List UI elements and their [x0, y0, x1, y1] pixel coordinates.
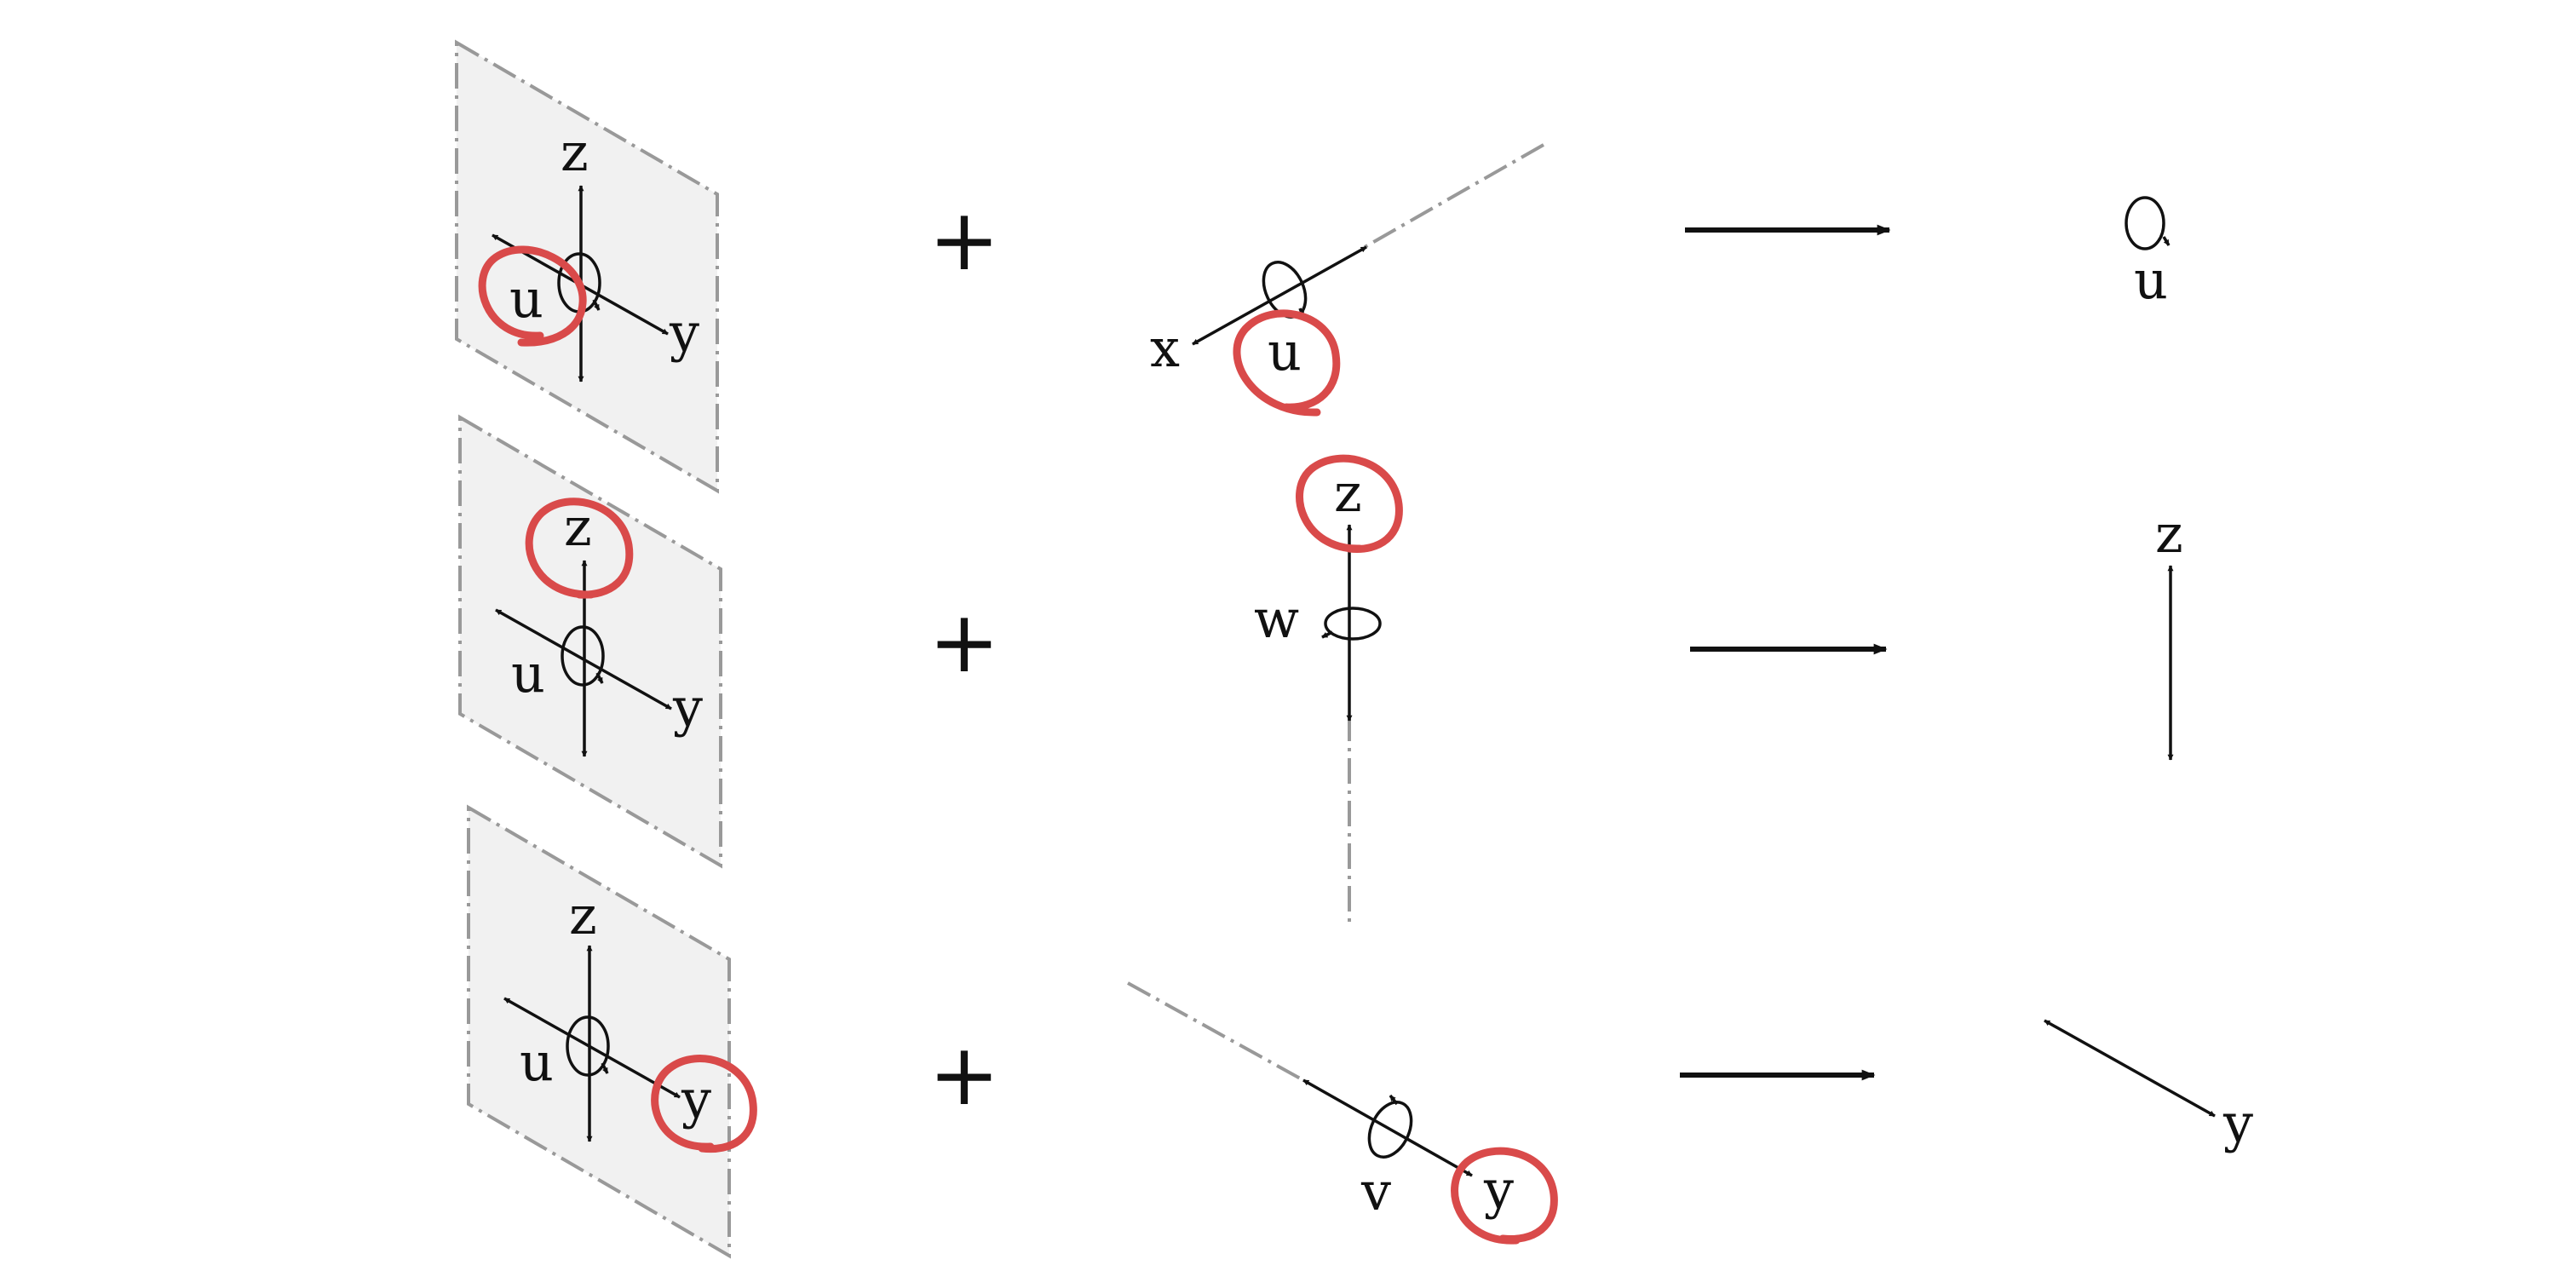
label-u: u: [1268, 320, 1302, 382]
x-axis-arrow: [1192, 245, 1367, 346]
label-z: z: [1334, 462, 1362, 524]
plus-sign: +: [929, 1025, 1000, 1124]
label-u: u: [511, 642, 545, 705]
rotation-ellipse: [1367, 1101, 1413, 1159]
constraint-plane-2: z u y: [458, 414, 722, 869]
highlight-circle-z: [1296, 454, 1403, 553]
label-z: z: [561, 121, 589, 183]
rotation-ellipse: [1324, 607, 1382, 641]
rotation-arrow-icon: [2162, 236, 2171, 246]
rotation-ellipse: [2125, 196, 2165, 250]
row-1: z u y + x u u: [455, 39, 2171, 494]
axis-extension: [1364, 143, 1544, 249]
y-axis-arrow: [1302, 1078, 1473, 1177]
rotation-arrow-icon: [1321, 630, 1333, 639]
highlight-circle-y: [1451, 1147, 1558, 1245]
row-3: z u y + v y y: [467, 804, 2253, 1259]
result-label: z: [2155, 503, 2183, 565]
rotation-arrow-icon: [1389, 1094, 1399, 1106]
u-y-axis-arrow: [495, 608, 672, 710]
label-y: y: [681, 1068, 711, 1130]
constraint-plane-3: z u y: [467, 804, 757, 1259]
label-u: u: [509, 267, 543, 330]
rotation-ellipse: [566, 1015, 610, 1077]
rotation-arrow-icon: [595, 672, 604, 684]
label-y: y: [1483, 1159, 1514, 1221]
plane-shape: [455, 39, 719, 494]
result-label: u: [2134, 249, 2168, 311]
result-3: y: [2044, 1019, 2253, 1154]
result-1: u: [2125, 196, 2171, 311]
label-y: y: [669, 302, 699, 364]
label-v: v: [1360, 1160, 1391, 1222]
plus-sign: +: [929, 190, 1000, 290]
label-u: u: [520, 1031, 554, 1093]
translation-arrow: [2044, 1019, 2216, 1118]
rotation-arrow-icon: [601, 1062, 609, 1074]
u-y-axis-arrow: [503, 997, 681, 1099]
constraint-plane-1: z u y: [455, 39, 719, 494]
rotation-arrow-icon: [592, 299, 601, 311]
component-axis-3: v y: [1127, 981, 1558, 1245]
row-2: z u y + w z z: [458, 414, 2183, 922]
component-axis-1: x u: [1150, 143, 1544, 417]
highlight-circle-z: [525, 497, 634, 599]
label-y: y: [672, 676, 703, 739]
rotation-ellipse: [561, 625, 605, 687]
plane-shape: [458, 414, 722, 869]
highlight-circle-y: [651, 1055, 757, 1153]
plane-shape: [467, 804, 731, 1259]
axis-extension: [1127, 981, 1304, 1082]
highlight-circle-u: [1233, 309, 1341, 417]
label-x: x: [1150, 317, 1180, 379]
highlight-circle-u: [478, 245, 587, 347]
result-label: y: [2222, 1092, 2253, 1154]
label-z: z: [569, 884, 597, 946]
plus-sign: +: [929, 592, 1000, 692]
label-w: w: [1254, 588, 1299, 650]
component-axis-2: w z: [1254, 454, 1403, 922]
result-2: z: [2155, 503, 2183, 761]
